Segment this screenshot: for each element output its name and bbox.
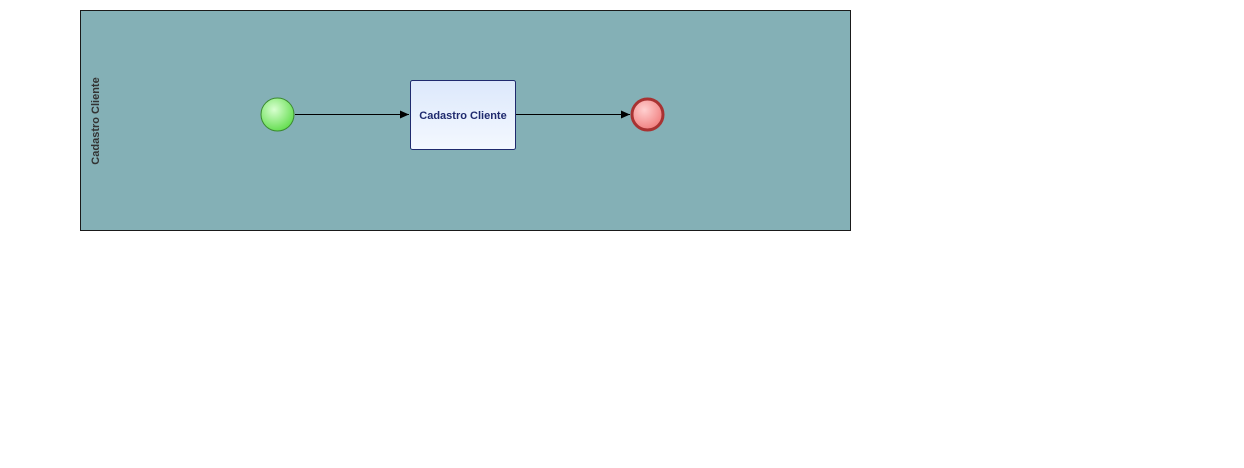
task-box[interactable] [410, 80, 516, 150]
task-cadastro-cliente[interactable]: Cadastro Cliente [410, 80, 516, 150]
start-event[interactable] [260, 97, 295, 132]
end-event[interactable] [630, 97, 665, 132]
pool-label: Cadastro Cliente [90, 77, 102, 164]
task-label: Cadastro Cliente [419, 110, 506, 122]
